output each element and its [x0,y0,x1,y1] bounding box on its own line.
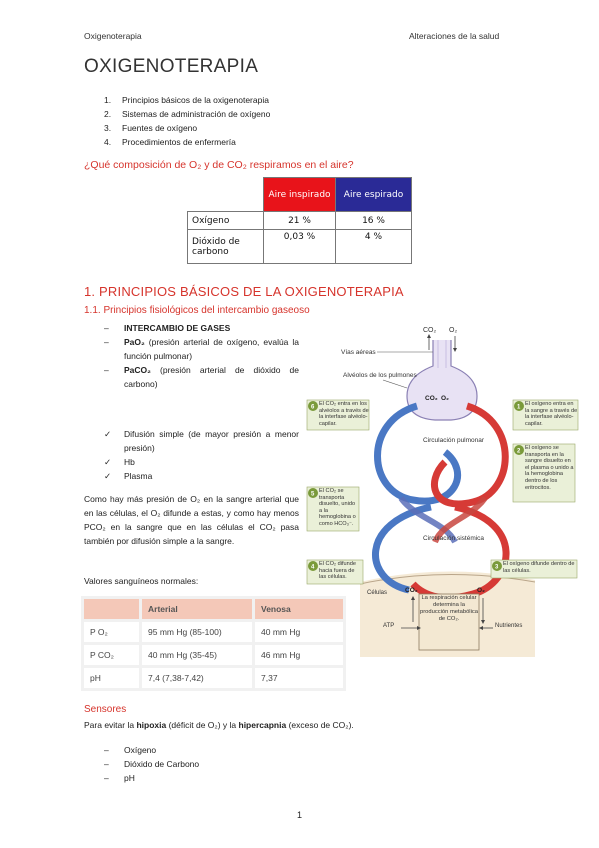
list-item: 2.Sistemas de administración de oxígeno [104,109,271,119]
table-row: Oxígeno 21 % 16 % [187,211,412,230]
svg-text:3: 3 [495,565,499,571]
check-icon: ✓ [104,471,112,481]
note-5: El CO₂ se transporta disuelto, unido a l… [319,488,356,527]
vias-aereas-label: Vías aéreas [341,349,376,356]
composition-question: ¿Qué composición de O₂ y de CO₂ respiram… [84,159,354,171]
note-4: El CO₂ difunde hacia fuera de las célula… [319,561,356,581]
table-row: Dióxido de carbono 0,03 % 4 % [187,229,412,264]
cells-label: Células [367,590,387,596]
header-aire-inspirado: Aire inspirado [263,177,336,212]
sensores-list: –Oxígeno –Dióxido de Carbono –pH [104,743,199,785]
list-item: 4.Procedimientos de enfermería [104,137,236,147]
list-item: ✓Plasma [104,471,153,481]
sensores-text: Para evitar la hipoxia (déficit de O₂) y… [84,720,354,730]
alveoli-co2-label: CO₂ [425,395,438,402]
table-row: P CO₂ 40 mm Hg (35-45) 46 mm Hg [84,645,343,665]
page-title: OXIGENOTERAPIA [84,56,259,77]
check-list: ✓Difusión simple (de mayor presión a men… [104,427,299,483]
top-o2-label: O₂ [449,327,457,334]
list-item: –PaCO₂ (presión arterial de dióxido de c… [104,365,299,389]
table-row: pH 7,4 (7,38-7,42) 7,37 [84,668,343,688]
diffusion-paragraph: Como hay más presión de O₂ en la sangre … [84,494,299,546]
note-6: El CO₂ entra en los alvéolos a través de… [319,401,369,427]
note-1: El oxígeno entra en la sangre a través d… [525,401,578,427]
list-item: –INTERCAMBIO DE GASES [104,323,231,333]
list-item: –PaO₂ (presión arterial de oxígeno, eval… [104,337,299,361]
systemic-vein-loop [372,503,432,594]
atp-label: ATP [383,623,394,629]
cell-co2-label: CO₂ [405,587,418,594]
gas-exchange-diagram: CO₂ O₂ Vías aéreas Alvéolos de los pulmo… [306,327,579,657]
header-aire-espirado: Aire espirado [335,177,412,212]
composition-table: Aire inspirado Aire espirado Oxígeno 21 … [187,177,412,264]
list-item: –pH [104,773,135,783]
svg-text:6: 6 [311,405,315,411]
pulmonary-vein-loop [374,402,461,505]
cellular-respiration-box: La respiración celular determina la prod… [420,595,478,622]
list-item: –Oxígeno [104,745,157,755]
note-2: El oxígeno se transporta en la sangre di… [525,445,574,491]
values-title: Valores sanguíneos normales: [84,576,199,586]
list-item: ✓Difusión simple (de mayor presión a men… [104,429,299,453]
header-left: Oxigenoterapia [84,31,142,41]
section-title: 1. PRINCIPIOS BÁSICOS DE LA OXIGENOTERAP… [84,284,404,299]
pulmonary-circulation-label: Circulación pulmonar [423,437,485,444]
alveolos-label: Alvéolos de los pulmones [343,372,417,379]
gas-exchange-list: –INTERCAMBIO DE GASES –PaO₂ (presión art… [104,321,299,391]
check-icon: ✓ [104,457,112,467]
note-3: El oxígeno difunde dentro de las células… [503,561,575,574]
outline-list: 1.Principios básicos de la oxigenoterapi… [104,93,270,149]
list-item: ✓Hb [104,457,135,467]
blood-values-table: Arterial Venosa P O₂ 95 mm Hg (85-100) 4… [81,596,346,691]
header-arterial: Arterial [142,599,252,619]
list-item: 1.Principios básicos de la oxigenoterapi… [104,95,269,105]
alveoli-o2-label: O₂ [441,395,449,402]
nutrients-label: Nutrientes [495,623,522,629]
table-row: P O₂ 95 mm Hg (85-100) 40 mm Hg [84,622,343,642]
svg-text:2: 2 [517,449,521,455]
header-right: Alteraciones de la salud [409,31,500,41]
header-venosa: Venosa [255,599,343,619]
list-item: –Dióxido de Carbono [104,759,200,769]
cell-o2-label: O₂ [477,587,485,594]
list-item: 3.Fuentes de oxígeno [104,123,198,133]
svg-text:4: 4 [311,565,315,571]
airway-shape [406,340,478,421]
systemic-circulation-label: Circulación sistémica [423,535,484,542]
svg-text:1: 1 [517,405,521,411]
top-co2-label: CO₂ [423,327,437,334]
check-icon: ✓ [104,429,112,439]
page-number: 1 [297,810,303,820]
pulmonary-artery-loop [430,402,509,508]
sensores-title: Sensores [84,704,127,715]
svg-text:5: 5 [311,492,315,498]
subsection-title: 1.1. Principios fisiológicos del interca… [84,305,310,316]
